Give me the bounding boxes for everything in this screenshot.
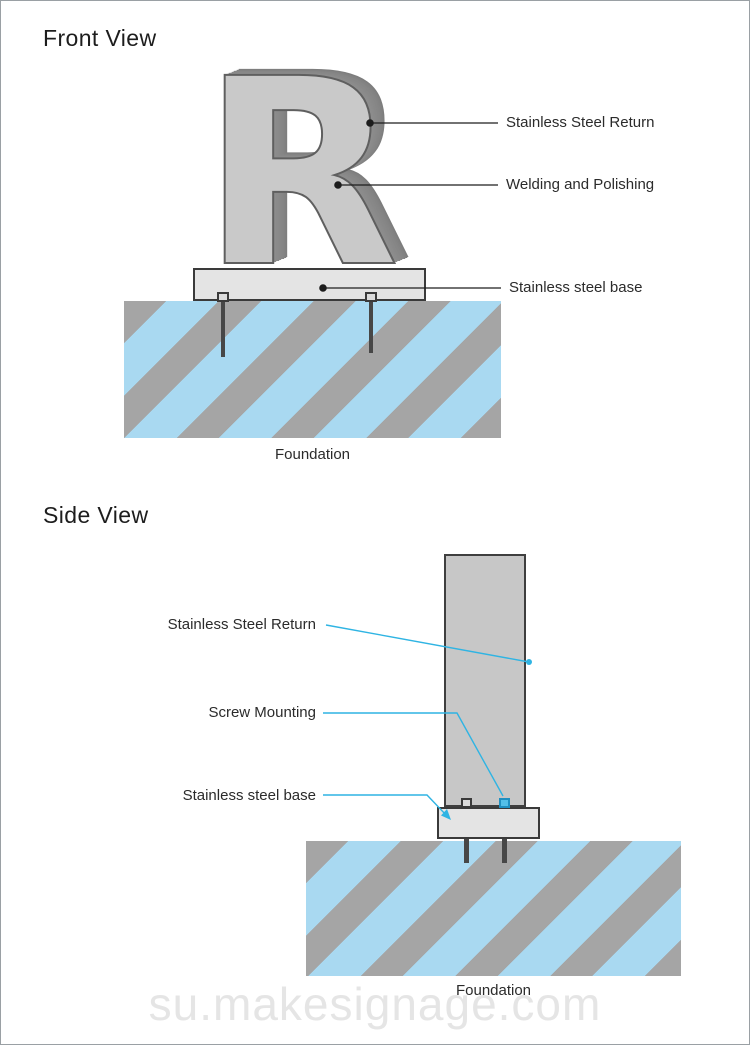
side-callout-stainless-steel-return: Stainless Steel Return xyxy=(167,616,316,633)
front-callout-stainless-steel-return: Stainless Steel Return xyxy=(506,114,655,131)
front-right-screw-head xyxy=(365,292,377,302)
side-callout-dot-return xyxy=(526,659,532,665)
front-callout-stainless-steel-base: Stainless steel base xyxy=(509,279,643,296)
side-base-plate xyxy=(437,807,540,839)
front-left-screw-head xyxy=(217,292,229,302)
side-letter-return-column xyxy=(444,554,526,807)
side-foundation-label: Foundation xyxy=(455,982,532,999)
side-view-title: Side View xyxy=(43,502,149,528)
front-base-plate xyxy=(193,268,426,301)
side-callout-stainless-steel-base: Stainless steel base xyxy=(182,787,316,804)
front-left-screw-shaft xyxy=(221,301,225,357)
side-right-screw-head xyxy=(499,798,510,808)
front-callout-welding-and-polishing: Welding and Polishing xyxy=(506,176,655,193)
front-right-screw-shaft xyxy=(369,301,373,353)
front-foundation xyxy=(124,301,501,438)
front-foundation-label: Foundation xyxy=(274,446,351,463)
side-callout-screw-mounting: Screw Mounting xyxy=(208,704,316,721)
front-view-title: Front View xyxy=(43,25,157,51)
watermark: su.makesignage.com xyxy=(148,978,602,1030)
side-callout-line-base xyxy=(323,794,448,817)
letter-r-3d: R xyxy=(200,24,401,324)
side-left-screw-head xyxy=(461,798,472,808)
side-foundation xyxy=(306,841,681,976)
